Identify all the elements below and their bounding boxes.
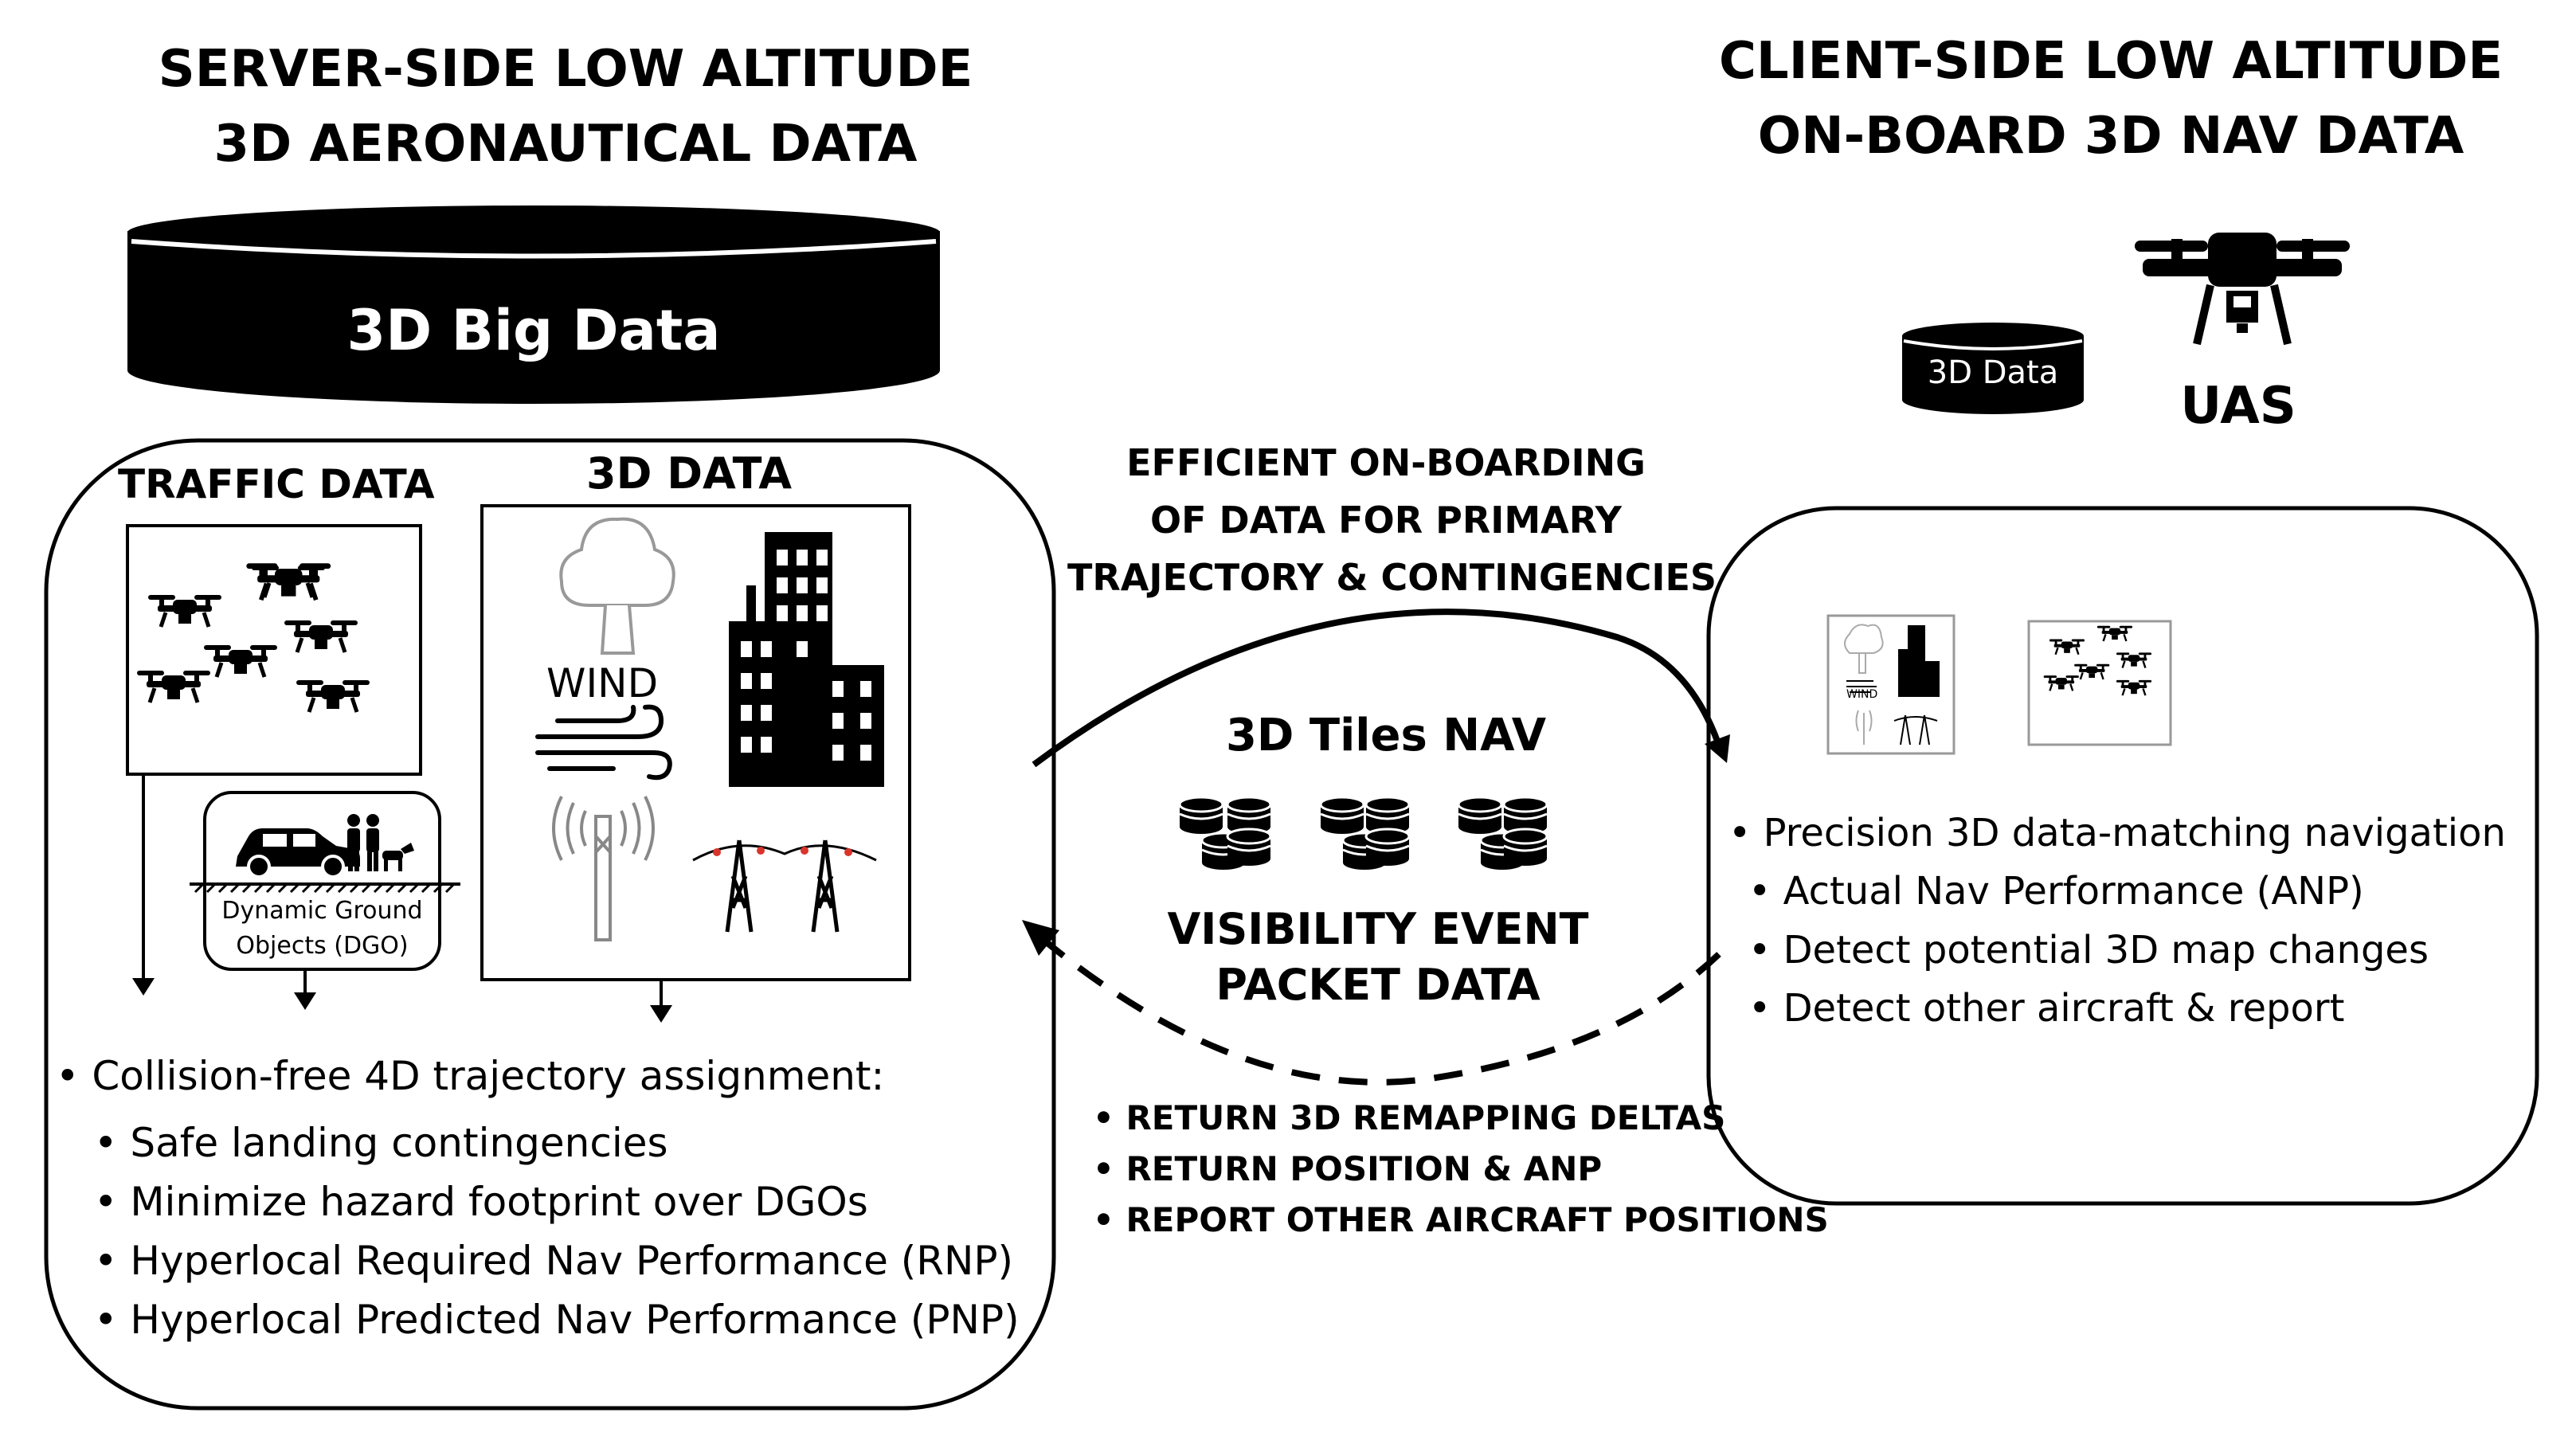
visibility-line1: VISIBILITY EVENT bbox=[1167, 904, 1589, 954]
car-icon bbox=[236, 828, 360, 879]
client-bullet: • Actual Nav Performance (ANP) bbox=[1748, 869, 2364, 914]
client-mini-wind-label: WIND bbox=[1846, 688, 1878, 701]
client-db-cylinder bbox=[1902, 323, 2084, 414]
big-data-label: 3D Big Data bbox=[346, 298, 721, 363]
wind-label: WIND bbox=[546, 660, 659, 706]
tiles-nav-label: 3D Tiles NAV bbox=[1225, 710, 1547, 761]
server-title-line1: SERVER-SIDE LOW ALTITUDE bbox=[158, 40, 973, 99]
client-title-line2: ON-BOARD 3D NAV DATA bbox=[1757, 107, 2464, 166]
client-mini-3d-icons bbox=[1844, 624, 1940, 745]
data3d-box bbox=[480, 504, 911, 981]
tree-icon bbox=[559, 517, 675, 655]
people-icon bbox=[347, 814, 379, 871]
upload-arc bbox=[1032, 609, 1725, 768]
traffic-data-label: TRAFFIC DATA bbox=[118, 461, 435, 507]
uas-drone-icon bbox=[2135, 233, 2350, 346]
client-bullet-main: • Precision 3D data-matching navigation bbox=[1728, 811, 2506, 855]
server-bullet: • Hyperlocal Required Nav Performance (R… bbox=[94, 1238, 1014, 1284]
dgo-label-line2: Objects (DGO) bbox=[236, 932, 409, 960]
server-title: SERVER-SIDE LOW ALTITUDE 3D AERONAUTICAL… bbox=[104, 32, 1028, 182]
pylon-markers bbox=[713, 847, 852, 856]
cell-tower-icon bbox=[552, 796, 655, 941]
return-arc bbox=[1041, 937, 1721, 1086]
tiles-stack-2 bbox=[1319, 796, 1411, 871]
return-item: • RETURN POSITION & ANP bbox=[1093, 1149, 1603, 1188]
power-pylon-icon bbox=[692, 839, 877, 933]
return-item: • RETURN 3D REMAPPING DELTAS bbox=[1093, 1098, 1726, 1137]
dog-icon bbox=[382, 843, 414, 871]
ground-hatch bbox=[194, 882, 456, 894]
uas-label: UAS bbox=[2180, 377, 2296, 436]
client-title-line1: CLIENT-SIDE LOW ALTITUDE bbox=[1718, 32, 2504, 91]
server-panel bbox=[44, 438, 1056, 1411]
server-title-line2: 3D AERONAUTICAL DATA bbox=[213, 115, 918, 174]
onboarding-line3: TRAJECTORY & CONTINGENCIES bbox=[1067, 556, 1717, 599]
building-icon bbox=[729, 532, 884, 787]
return-item: • REPORT OTHER AIRCRAFT POSITIONS bbox=[1093, 1200, 1829, 1239]
dgo-label: Dynamic Ground Objects (DGO) bbox=[205, 894, 440, 964]
tiles-stack-1 bbox=[1178, 796, 1272, 871]
visibility-label: VISIBILITY EVENT PACKET DATA bbox=[1147, 902, 1609, 1013]
client-bullet: • Detect potential 3D map changes bbox=[1748, 928, 2429, 972]
client-bullet: • Detect other aircraft & report bbox=[1748, 986, 2345, 1031]
server-bullet: • Hyperlocal Predicted Nav Performance (… bbox=[94, 1297, 1020, 1343]
onboarding-label: EFFICIENT ON-BOARDING OF DATA FOR PRIMAR… bbox=[1067, 434, 1717, 606]
server-bullet: • Minimize hazard footprint over DGOs bbox=[94, 1179, 868, 1225]
tiles-stack-3 bbox=[1457, 796, 1548, 871]
server-bullet-main: • Collision-free 4D trajectory assignmen… bbox=[56, 1053, 885, 1099]
dgo-label-line1: Dynamic Ground bbox=[221, 897, 423, 925]
wind-icon bbox=[535, 704, 672, 781]
client-title: CLIENT-SIDE LOW ALTITUDE ON-BOARD 3D NAV… bbox=[1705, 24, 2517, 174]
onboarding-line2: OF DATA FOR PRIMARY bbox=[1150, 499, 1622, 542]
client-db-label: 3D Data bbox=[1927, 354, 2059, 391]
client-panel bbox=[1706, 506, 2539, 1206]
data3d-label: 3D DATA bbox=[586, 448, 793, 499]
server-bullet: • Safe landing contingencies bbox=[94, 1120, 668, 1166]
big-data-cylinder bbox=[127, 205, 940, 404]
visibility-line2: PACKET DATA bbox=[1216, 960, 1541, 1010]
building-windows bbox=[741, 550, 871, 761]
onboarding-line1: EFFICIENT ON-BOARDING bbox=[1126, 441, 1646, 484]
